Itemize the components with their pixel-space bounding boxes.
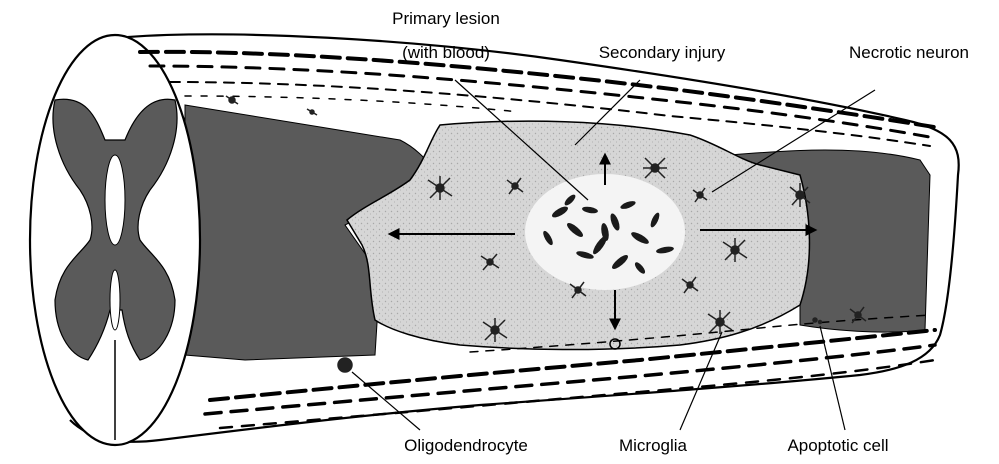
label-primary-lesion-line2: (with blood)	[402, 43, 490, 62]
label-microglia: Microglia	[619, 436, 688, 455]
label-secondary-injury: Secondary injury	[599, 43, 726, 62]
label-oligodendrocyte: Oligodendrocyte	[404, 436, 528, 455]
oligodendrocyte-cell	[338, 358, 352, 372]
label-primary-lesion-line1: Primary lesion	[392, 9, 500, 28]
label-apoptotic-cell: Apoptotic cell	[787, 436, 888, 455]
label-necrotic-neuron: Necrotic neuron	[849, 43, 969, 62]
cross-section	[30, 35, 200, 445]
